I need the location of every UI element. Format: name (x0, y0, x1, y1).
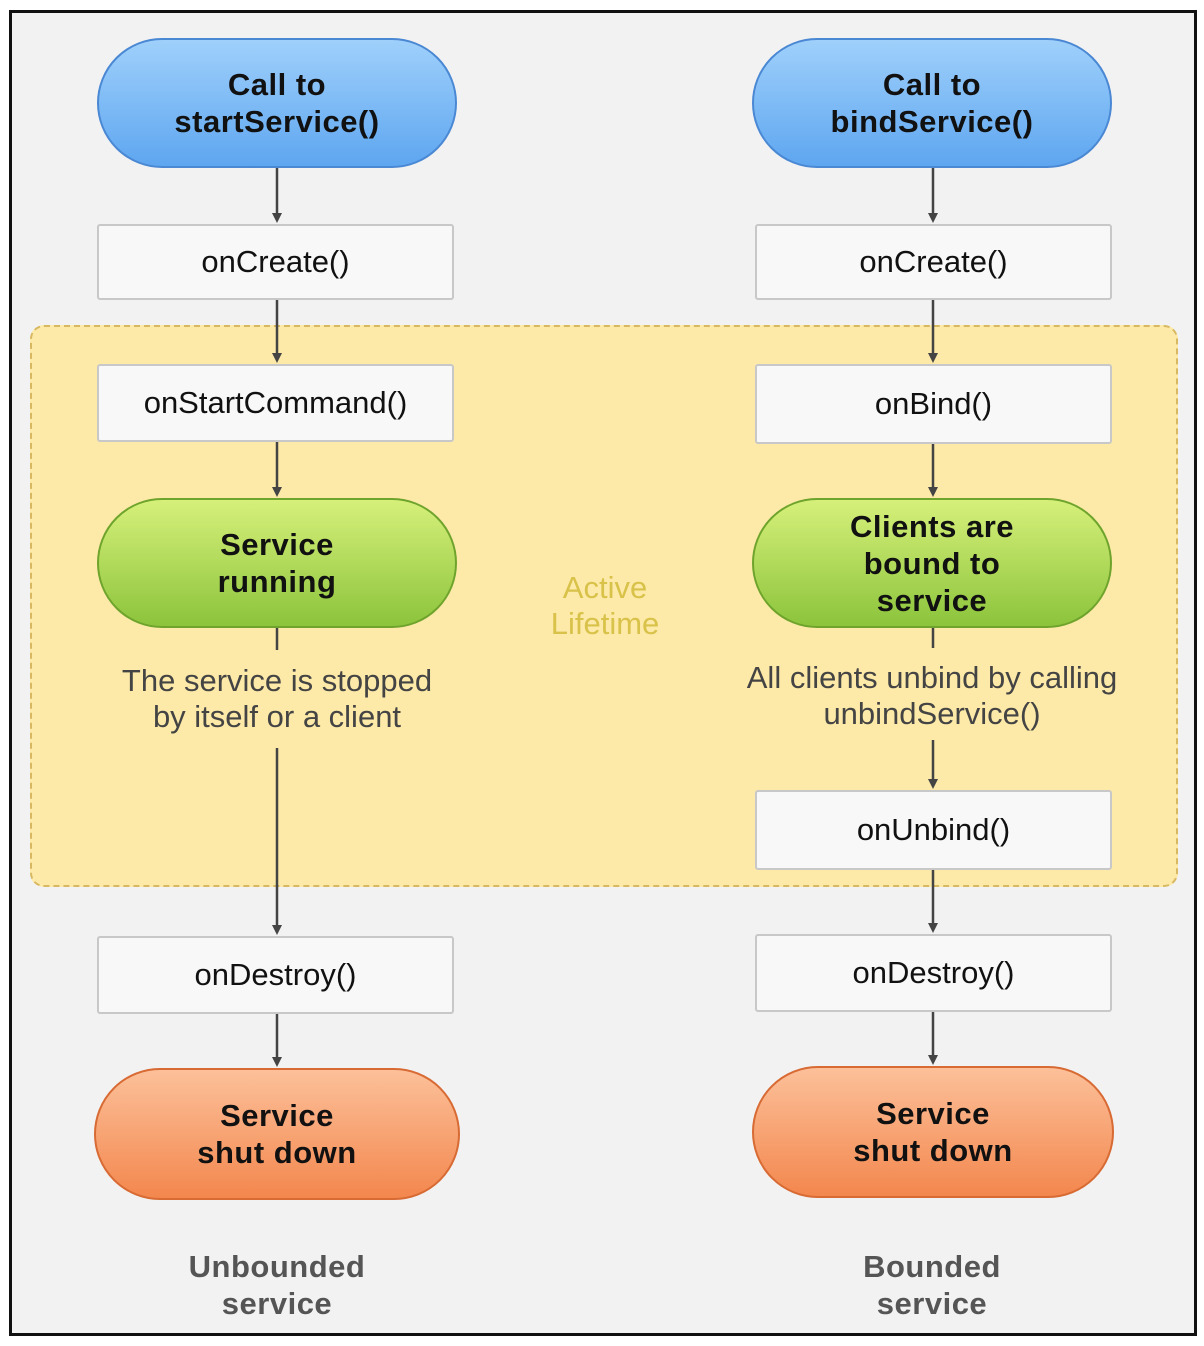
bounded-on-create-node: onCreate() (755, 224, 1112, 300)
unbounded-service-label: Unbounded service (188, 1249, 366, 1321)
unbounded-service-shut-down-node: Service shut down (94, 1068, 460, 1200)
on-bind-node: onBind() (755, 364, 1112, 444)
active-lifetime-label: Active Lifetime (550, 570, 660, 641)
bounded-service-label: Bounded service (863, 1249, 1001, 1321)
bounded-on-destroy-node: onDestroy() (755, 934, 1112, 1012)
service-stopped-note: The service is stopped by itself or a cl… (121, 663, 433, 734)
on-start-command-node: onStartCommand() (97, 364, 454, 442)
call-start-service-node: Call to startService() (97, 38, 457, 168)
on-unbind-node: onUnbind() (755, 790, 1112, 870)
unbounded-on-destroy-node: onDestroy() (97, 936, 454, 1014)
bounded-service-shut-down-node: Service shut down (752, 1066, 1114, 1198)
call-bind-service-node: Call to bindService() (752, 38, 1112, 168)
clients-bound-node: Clients are bound to service (752, 498, 1112, 628)
service-running-node: Service running (97, 498, 457, 628)
clients-unbind-note: All clients unbind by calling unbindServ… (746, 660, 1118, 731)
unbounded-on-create-node: onCreate() (97, 224, 454, 300)
